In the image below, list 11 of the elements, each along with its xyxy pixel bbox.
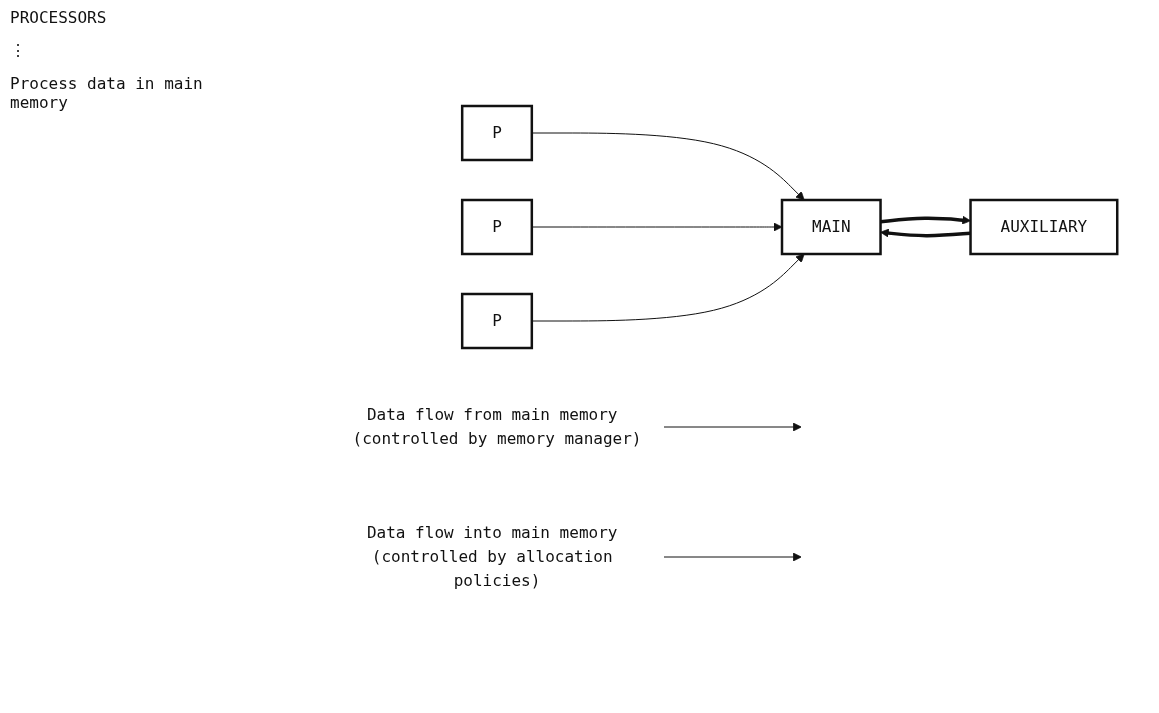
diagram-label: ⋮ (10, 41, 26, 60)
annotation-text: Data flow from main memory (controlled by memory manager) (352, 404, 642, 448)
process-box: P (461, 104, 534, 161)
diagram-label: PROCESSORS (10, 8, 107, 27)
process-box: MAIN (781, 198, 883, 255)
annotation-text: Data flow into main memory (controlled by allocation policies) (367, 522, 618, 590)
process-box: P (461, 198, 534, 255)
process-box: P (461, 292, 534, 349)
diagram-label: Process data in main memory (10, 74, 204, 112)
leader-line (663, 422, 803, 431)
process-box: AUXILIARY (969, 198, 1119, 255)
